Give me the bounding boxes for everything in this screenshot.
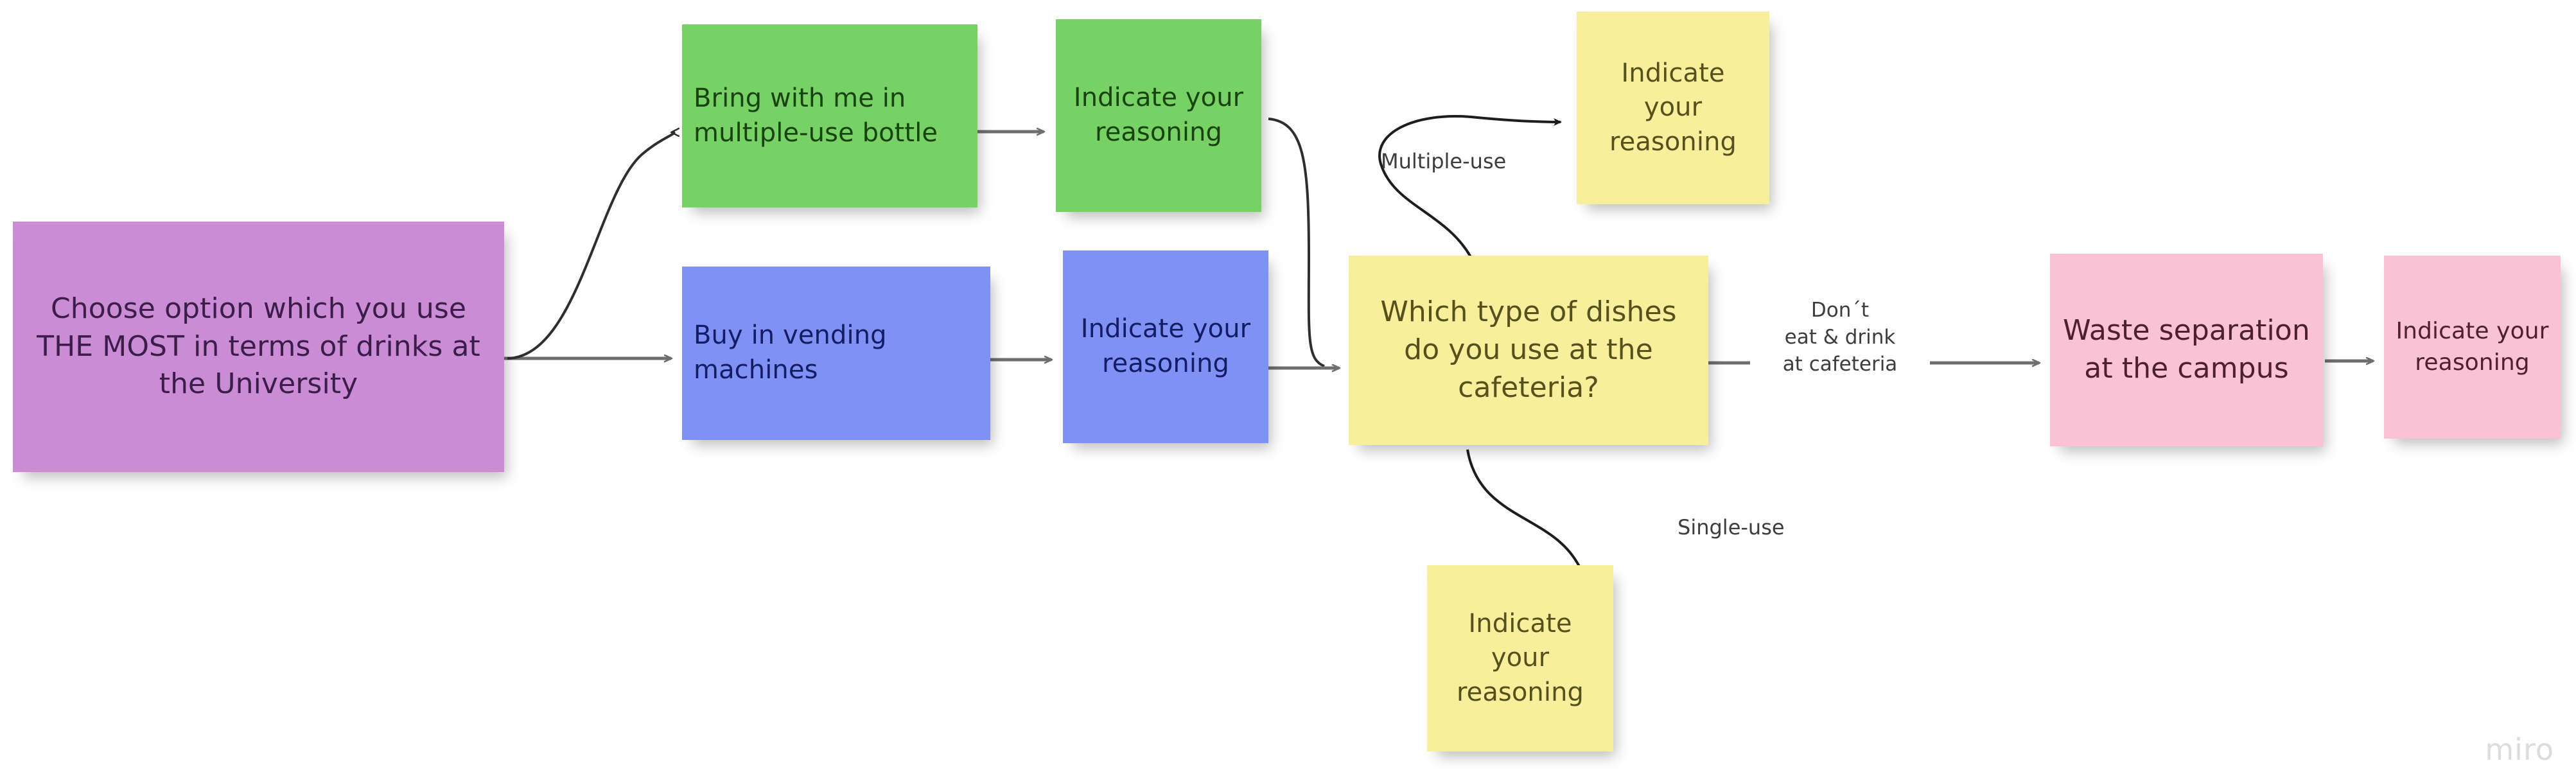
sticky-note-reasoning-vending[interactable]: Indicate your reasoning [1063,250,1268,443]
edge-reasoning-bottle-to-dishes [1268,118,1325,367]
sticky-note-option-bottle[interactable]: Bring with me in multiple-use bottle [682,24,977,207]
miro-watermark: miro [2485,732,2554,767]
sticky-note-start-question[interactable]: Choose option which you use THE MOST in … [13,222,504,472]
edge-label-dont-eat-drink: Don´t eat & drink at cafeteria [1744,297,1936,378]
sticky-note-text: Bring with me in multiple-use bottle [694,83,938,148]
sticky-note-text: Indicate your reasoning [2396,318,2549,376]
edge-label-line-3: at cafeteria [1782,352,1898,376]
edge-dishes-to-multiple-use [1378,115,1562,258]
edge-label-single-use: Single-use [1678,514,1785,541]
edge-label-text: Single-use [1678,515,1785,540]
edge-label-text: Multiple-use [1381,149,1507,173]
sticky-note-option-vending[interactable]: Buy in vending machines [682,267,990,440]
sticky-note-text: Indicate your reasoning [1080,314,1251,378]
sticky-note-reasoning-multiple-use[interactable]: Indicate your reasoning [1577,12,1769,204]
sticky-note-text: Indicate your reasoning [1609,58,1737,157]
sticky-note-text: Buy in vending machines [694,320,887,385]
sticky-note-text: Waste separation at the campus [2063,314,2310,385]
edge-label-multiple-use: Multiple-use [1381,148,1506,175]
sticky-note-dishes-question[interactable]: Which type of dishes do you use at the c… [1349,256,1708,445]
sticky-note-reasoning-bottle[interactable]: Indicate your reasoning [1056,19,1261,212]
sticky-note-text: Choose option which you use THE MOST in … [37,292,480,401]
sticky-note-text: Indicate your reasoning [1073,83,1244,147]
sticky-note-reasoning-waste[interactable]: Indicate your reasoning [2384,256,2561,439]
sticky-note-text: Indicate your reasoning [1456,608,1584,707]
sticky-note-text: Which type of dishes do you use at the c… [1380,295,1677,404]
edge-label-line-1: Don´t [1810,299,1870,322]
sticky-note-reasoning-single-use[interactable]: Indicate your reasoning [1427,565,1613,751]
edge-start-to-bottle [507,132,674,360]
sticky-note-waste-separation[interactable]: Waste separation at the campus [2050,254,2323,446]
edge-label-line-2: eat & drink [1784,325,1896,349]
